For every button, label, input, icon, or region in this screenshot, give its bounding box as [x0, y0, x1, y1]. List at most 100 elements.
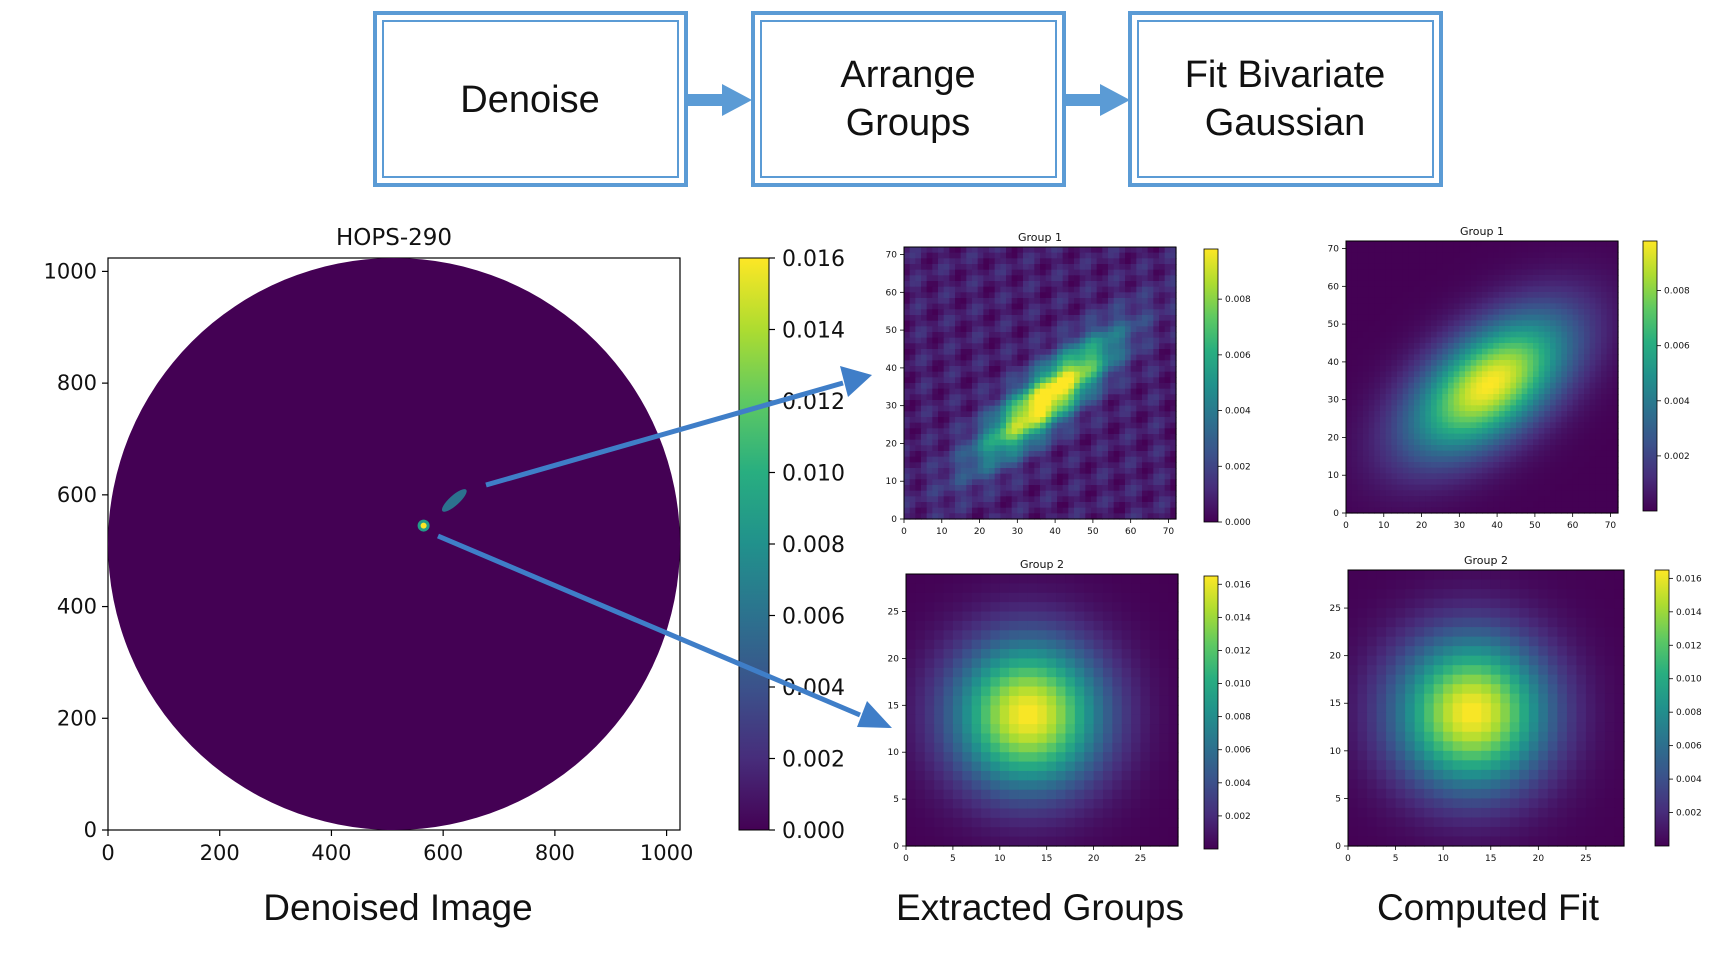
- heatmap-cell: [1147, 479, 1154, 486]
- heatmap-cell: [1357, 348, 1364, 355]
- heatmap-cell: [1136, 490, 1143, 497]
- heatmap-cell: [1108, 252, 1115, 259]
- heatmap-cell: [1170, 445, 1177, 452]
- heatmap-cell: [994, 360, 1001, 367]
- heatmap-cell: [1544, 360, 1551, 367]
- heatmap-cell: [1408, 246, 1415, 253]
- heatmap-cell: [1351, 314, 1358, 321]
- heatmap-cell: [1561, 337, 1568, 344]
- heatmap-cell: [972, 298, 979, 305]
- heatmap-cell: [1023, 394, 1030, 401]
- heatmap-cell: [1374, 382, 1381, 389]
- heatmap-cell: [1589, 507, 1596, 514]
- heatmap-cell: [977, 264, 984, 271]
- heatmap-cell: [1448, 445, 1455, 452]
- heatmap-cell: [1453, 439, 1460, 446]
- heatmap-cell: [994, 417, 1001, 424]
- heatmap-cell: [1153, 485, 1160, 492]
- heatmap-cell: [1414, 280, 1421, 287]
- heatmap-cell: [1589, 331, 1596, 338]
- heatmap-cell: [1601, 280, 1608, 287]
- heatmap-cell: [1601, 445, 1608, 452]
- heatmap-cell: [915, 611, 926, 622]
- heatmap-cell: [1606, 309, 1613, 316]
- heatmap-cell: [1482, 394, 1489, 401]
- heatmap-cell: [999, 630, 1010, 641]
- heatmap-cell: [1419, 501, 1426, 508]
- heatmap-cell: [1425, 479, 1432, 486]
- heatmap-cell: [1516, 473, 1523, 480]
- heatmap-cell: [1578, 456, 1585, 463]
- heatmap-cell: [1096, 332, 1103, 339]
- heatmap-cell: [1493, 501, 1500, 508]
- heatmap-cell: [1130, 490, 1137, 497]
- heatmap-cell: [960, 371, 967, 378]
- heatmap-cell: [1368, 473, 1375, 480]
- heatmap-cell: [1113, 434, 1120, 441]
- heatmap-cell: [1051, 496, 1058, 503]
- heatmap-cell: [1074, 611, 1085, 622]
- heatmap-cell: [989, 326, 996, 333]
- heatmap-cell: [1046, 639, 1057, 650]
- heatmap-cell: [949, 326, 956, 333]
- heatmap-cell: [1057, 462, 1064, 469]
- heatmap-cell: [1499, 445, 1506, 452]
- heatmap-cell: [1578, 405, 1585, 412]
- heatmap-cell: [1374, 326, 1381, 333]
- heatmap-cell: [1425, 394, 1432, 401]
- heatmap-cell: [1045, 405, 1052, 412]
- heatmap-cell: [1102, 366, 1109, 373]
- heatmap-cell: [1023, 490, 1030, 497]
- heatmap-cell: [1125, 366, 1132, 373]
- heatmap-cell: [1170, 320, 1177, 327]
- heatmap-cell: [1555, 246, 1562, 253]
- heatmap-cell: [977, 326, 984, 333]
- heatmap-cell: [1168, 592, 1179, 603]
- heatmap-cell: [1142, 286, 1149, 293]
- heatmap-cell: [1136, 354, 1143, 361]
- heatmap-cell: [1045, 292, 1052, 299]
- heatmap-cell: [1062, 388, 1069, 395]
- heatmap-cell: [1068, 269, 1075, 276]
- heatmap-cell: [1561, 297, 1568, 304]
- heatmap-cell: [1504, 303, 1511, 310]
- heatmap-cell: [1402, 445, 1409, 452]
- heatmap-cell: [1527, 394, 1534, 401]
- heatmap-cell: [1589, 286, 1596, 293]
- heatmap-cell: [983, 366, 990, 373]
- heatmap-cell: [1079, 269, 1086, 276]
- heatmap-cell: [1357, 292, 1364, 299]
- heatmap-cell: [1006, 337, 1013, 344]
- heatmap-cell: [1119, 451, 1126, 458]
- heatmap-cell: [1465, 269, 1472, 276]
- heatmap-cell: [1136, 462, 1143, 469]
- heatmap-cell: [960, 309, 967, 316]
- heatmap-cell: [1606, 343, 1613, 350]
- heatmap-cell: [1606, 450, 1613, 457]
- heatmap-cell: [1544, 292, 1551, 299]
- heatmap-cell: [989, 417, 996, 424]
- heatmap-cell: [1391, 365, 1398, 372]
- heatmap-cell: [1380, 450, 1387, 457]
- heatmap-cell: [904, 292, 911, 299]
- heatmap-cell: [1465, 309, 1472, 316]
- heatmap-cell: [1385, 309, 1392, 316]
- heatmap-cell: [1510, 394, 1517, 401]
- heatmap-cell: [1402, 320, 1409, 327]
- heatmap-cell: [921, 405, 928, 412]
- heatmap-cell: [1538, 439, 1545, 446]
- heatmap-cell: [909, 286, 916, 293]
- heatmap-cell: [943, 303, 950, 310]
- flow-arrow-1: [686, 84, 752, 116]
- heatmap-cell: [1351, 241, 1358, 248]
- heatmap-cell: [1572, 371, 1579, 378]
- heatmap-cell: [1470, 473, 1477, 480]
- heatmap-cell: [1017, 303, 1024, 310]
- heatmap-cell: [1023, 349, 1030, 356]
- heatmap-cell: [1482, 484, 1489, 491]
- heatmap-cell: [1125, 377, 1132, 384]
- heatmap-cell: [1363, 297, 1370, 304]
- heatmap-cell: [926, 332, 933, 339]
- heatmap-cell: [1453, 467, 1460, 474]
- heatmap-cell: [1102, 468, 1109, 475]
